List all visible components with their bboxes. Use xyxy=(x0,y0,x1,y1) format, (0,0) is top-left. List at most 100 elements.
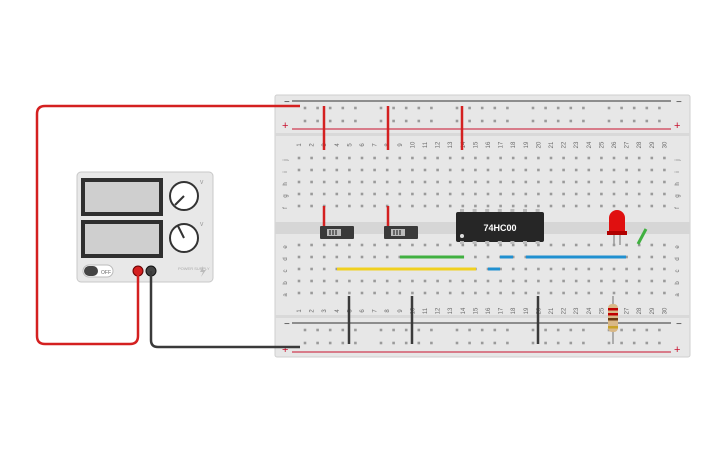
terminal-hole[interactable] xyxy=(625,243,628,247)
terminal-hole[interactable] xyxy=(612,291,616,295)
terminal-hole[interactable] xyxy=(297,168,301,172)
terminal-hole[interactable] xyxy=(637,180,641,184)
terminal-hole[interactable] xyxy=(574,279,578,283)
rail-hole[interactable] xyxy=(455,119,459,123)
terminal-hole[interactable] xyxy=(650,168,654,172)
rail-hole[interactable] xyxy=(531,328,535,332)
terminal-hole[interactable] xyxy=(297,180,301,184)
terminal-hole[interactable] xyxy=(549,156,553,160)
terminal-hole[interactable] xyxy=(348,255,351,259)
rail-hole[interactable] xyxy=(645,328,649,332)
terminal-hole[interactable] xyxy=(461,192,465,196)
rail-hole[interactable] xyxy=(493,328,497,332)
terminal-hole[interactable] xyxy=(511,255,515,259)
terminal-hole[interactable] xyxy=(348,204,351,208)
rail-hole[interactable] xyxy=(582,341,585,345)
terminal-hole[interactable] xyxy=(524,204,528,208)
terminal-hole[interactable] xyxy=(524,255,528,259)
terminal-hole[interactable] xyxy=(574,204,578,208)
rail-hole[interactable] xyxy=(430,106,433,110)
resistor[interactable] xyxy=(608,296,618,344)
terminal-hole[interactable] xyxy=(461,243,465,247)
rail-hole[interactable] xyxy=(531,119,535,123)
terminal-hole[interactable] xyxy=(486,291,490,295)
terminal-hole[interactable] xyxy=(310,291,313,295)
terminal-hole[interactable] xyxy=(637,267,641,271)
terminal-hole[interactable] xyxy=(612,156,616,160)
terminal-hole[interactable] xyxy=(537,243,540,247)
terminal-hole[interactable] xyxy=(486,192,490,196)
terminal-hole[interactable] xyxy=(511,204,515,208)
terminal-hole[interactable] xyxy=(663,192,666,196)
rail-hole[interactable] xyxy=(569,341,573,345)
terminal-hole[interactable] xyxy=(335,267,339,271)
terminal-hole[interactable] xyxy=(335,243,339,247)
terminal-hole[interactable] xyxy=(474,192,477,196)
terminal-hole[interactable] xyxy=(499,180,502,184)
terminal-hole[interactable] xyxy=(637,192,641,196)
terminal-hole[interactable] xyxy=(423,204,427,208)
rail-hole[interactable] xyxy=(632,119,636,123)
terminal-hole[interactable] xyxy=(650,180,654,184)
terminal-hole[interactable] xyxy=(524,279,528,283)
terminal-hole[interactable] xyxy=(436,192,439,196)
terminal-hole[interactable] xyxy=(360,204,364,208)
terminal-hole[interactable] xyxy=(474,279,477,283)
rail-hole[interactable] xyxy=(531,106,535,110)
terminal-hole[interactable] xyxy=(474,204,477,208)
terminal-hole[interactable] xyxy=(499,168,502,172)
terminal-hole[interactable] xyxy=(549,291,553,295)
terminal-hole[interactable] xyxy=(499,156,502,160)
terminal-hole[interactable] xyxy=(650,279,654,283)
terminal-hole[interactable] xyxy=(411,204,414,208)
terminal-hole[interactable] xyxy=(461,291,465,295)
rail-hole[interactable] xyxy=(341,119,345,123)
terminal-hole[interactable] xyxy=(373,291,376,295)
terminal-hole[interactable] xyxy=(335,291,339,295)
terminal-hole[interactable] xyxy=(574,267,578,271)
terminal-hole[interactable] xyxy=(663,204,666,208)
terminal-hole[interactable] xyxy=(499,243,502,247)
rail-hole[interactable] xyxy=(569,119,573,123)
terminal-hole[interactable] xyxy=(310,255,313,259)
rail-hole[interactable] xyxy=(506,119,509,123)
terminal-hole[interactable] xyxy=(322,279,326,283)
terminal-hole[interactable] xyxy=(373,192,376,196)
terminal-hole[interactable] xyxy=(461,279,465,283)
rail-hole[interactable] xyxy=(658,328,661,332)
terminal-hole[interactable] xyxy=(310,243,313,247)
rail-hole[interactable] xyxy=(569,106,573,110)
terminal-hole[interactable] xyxy=(360,291,364,295)
rail-hole[interactable] xyxy=(392,341,395,345)
terminal-hole[interactable] xyxy=(322,180,326,184)
terminal-hole[interactable] xyxy=(549,192,553,196)
terminal-hole[interactable] xyxy=(549,243,553,247)
terminal-hole[interactable] xyxy=(650,255,654,259)
terminal-hole[interactable] xyxy=(600,192,603,196)
terminal-hole[interactable] xyxy=(322,192,326,196)
terminal-hole[interactable] xyxy=(398,156,402,160)
rail-hole[interactable] xyxy=(607,341,611,345)
terminal-hole[interactable] xyxy=(436,291,439,295)
terminal-hole[interactable] xyxy=(612,267,616,271)
terminal-hole[interactable] xyxy=(562,243,565,247)
rail-hole[interactable] xyxy=(455,341,459,345)
terminal-hole[interactable] xyxy=(348,243,351,247)
rail-hole[interactable] xyxy=(404,341,408,345)
rail-hole[interactable] xyxy=(404,328,408,332)
rail-hole[interactable] xyxy=(392,106,395,110)
terminal-hole[interactable] xyxy=(474,291,477,295)
rail-hole[interactable] xyxy=(430,328,433,332)
terminal-hole[interactable] xyxy=(360,255,364,259)
terminal-hole[interactable] xyxy=(322,291,326,295)
terminal-hole[interactable] xyxy=(524,192,528,196)
rail-hole[interactable] xyxy=(404,106,408,110)
terminal-hole[interactable] xyxy=(574,180,578,184)
terminal-hole[interactable] xyxy=(411,156,414,160)
terminal-hole[interactable] xyxy=(663,255,666,259)
terminal-hole[interactable] xyxy=(625,168,628,172)
rail-hole[interactable] xyxy=(493,119,497,123)
terminal-hole[interactable] xyxy=(385,291,389,295)
terminal-hole[interactable] xyxy=(486,255,490,259)
